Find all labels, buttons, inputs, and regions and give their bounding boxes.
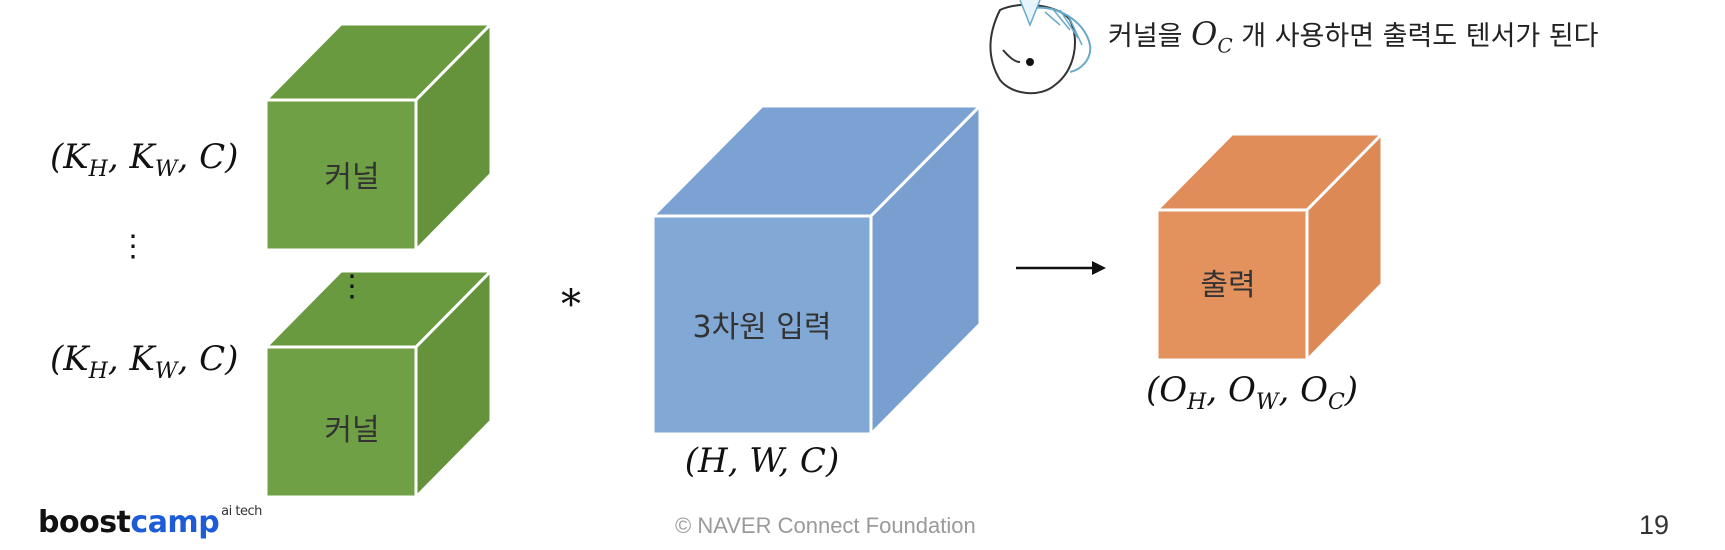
- kernel-dims-ellipsis: ⋮: [118, 229, 148, 264]
- kernel-stack-ellipsis: ⋮: [337, 269, 367, 304]
- input-dims: (H, W, C): [685, 441, 839, 481]
- input-cube-front-face: [651, 214, 873, 436]
- kernel-label-top: 커널: [324, 160, 379, 195]
- output-cube: 출력: [1153, 130, 1386, 364]
- kernel-cube-top-front-face: [264, 98, 418, 252]
- caption-oc-symbol: OC: [1191, 15, 1233, 58]
- page-number: 19: [1638, 510, 1669, 540]
- output-cube-front-face: [1155, 208, 1309, 362]
- kernel-dims-top: (KH, KW, C): [50, 137, 238, 182]
- output-arrow: [1016, 261, 1106, 275]
- caption-text-before: 커널을: [1108, 21, 1183, 52]
- input-label: 3차원 입력: [692, 310, 831, 345]
- kernel-label-bottom: 커널: [324, 413, 379, 448]
- kernel-cube-bottom: 커널: [262, 267, 495, 501]
- input-cube: 3차원 입력: [649, 102, 984, 438]
- caption-text-after: 개 사용하면 출력도 텐서가 된다: [1241, 21, 1599, 52]
- output-label: 출력: [1200, 268, 1255, 303]
- slide-caption: 커널을 OC 개 사용하면 출력도 텐서가 된다: [1108, 14, 1599, 57]
- copyright-notice: © NAVER Connect Foundation: [675, 513, 976, 538]
- mascot-illustration: [989, 0, 1092, 95]
- kernel-dims-bottom: (KH, KW, C): [50, 339, 238, 384]
- kernel-cube-bottom-front-face: [264, 345, 418, 499]
- kernel-cube-top: 커널: [262, 20, 495, 254]
- output-dims: (OH, OW, OC): [1146, 370, 1358, 415]
- convolution-operator: *: [561, 282, 581, 328]
